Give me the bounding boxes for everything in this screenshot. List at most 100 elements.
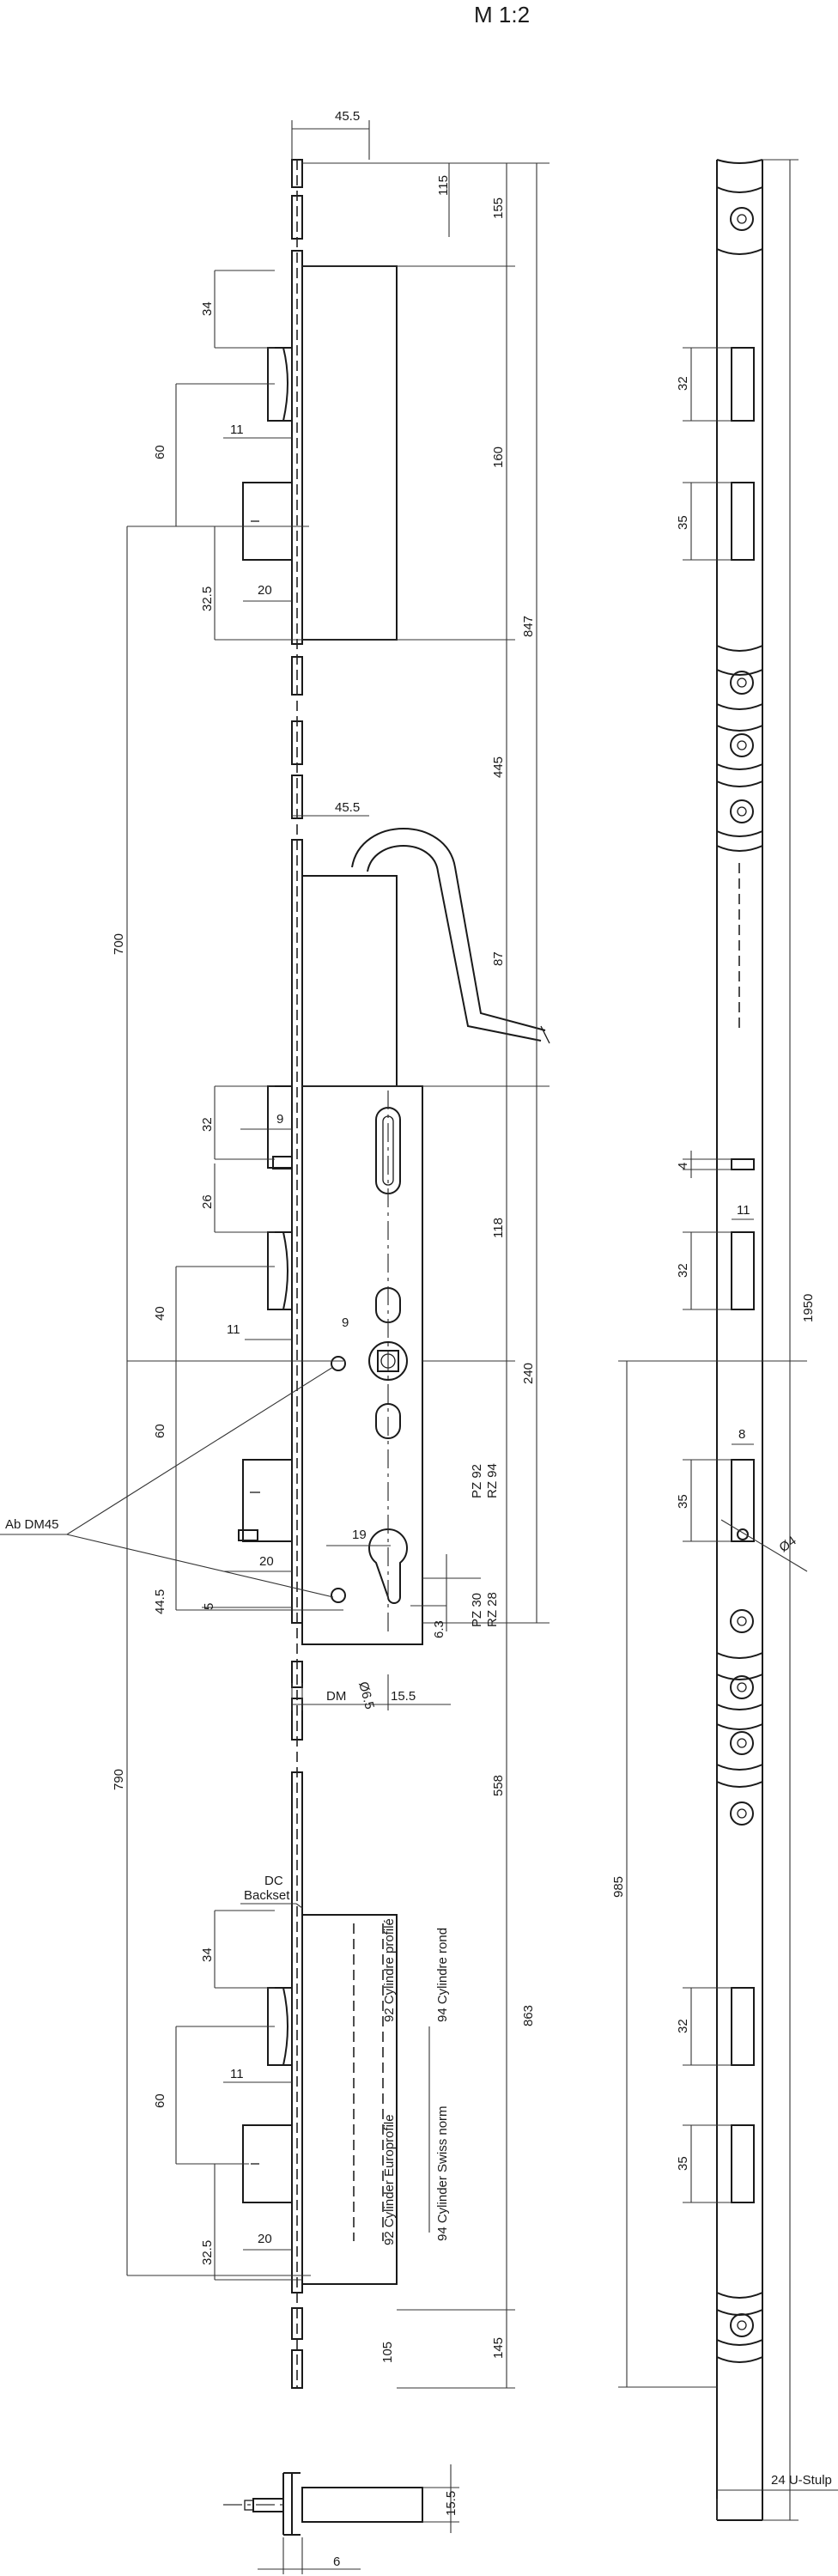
- dim-700: 700: [112, 933, 126, 955]
- dim-34-low: 34: [200, 1947, 215, 1962]
- dc-label: DC: [264, 1874, 283, 1888]
- dim-20-low: 20: [258, 2232, 272, 2246]
- rz-94: RZ 94: [485, 1463, 500, 1498]
- stulp-label: 24 U-Stulp: [771, 2473, 832, 2488]
- faceplate-edges: [716, 160, 763, 2520]
- dim-87: 87: [491, 951, 506, 966]
- screw-holes: [730, 207, 754, 2337]
- spindle-square: [377, 1350, 399, 1372]
- dim-45-5-mid: 45.5: [335, 800, 360, 815]
- dead-bolt: [242, 2124, 293, 2203]
- spindle-hub: [368, 1341, 408, 1381]
- left-dimension-lines: [126, 270, 481, 2281]
- dim-20-mid: 20: [259, 1554, 274, 1569]
- label-92-cylindre-profile: 92 Cylindre profilé: [382, 1918, 397, 2022]
- cylinder-cutout: [368, 1528, 408, 1604]
- dim-diameter-6-5: Ø6.5: [355, 1680, 377, 1711]
- rz-28: RZ 28: [485, 1592, 500, 1627]
- segment-break: [716, 1704, 763, 1730]
- pz-30: PZ 30: [470, 1593, 484, 1627]
- label-94-cylindre-rond: 94 Cylindre rond: [435, 1928, 450, 2022]
- dim-847: 847: [521, 616, 536, 637]
- latch-tip: [272, 1156, 293, 1170]
- dim-44-5: 44.5: [153, 1589, 167, 1614]
- dc-leader: [295, 1903, 303, 1909]
- front-dim-985: 985: [611, 1876, 626, 1898]
- label-94-cylinder-swiss-norm: 94 Cylinder Swiss norm: [435, 2105, 450, 2241]
- bottom-dim-6: 6: [333, 2555, 340, 2569]
- segment-break: [716, 645, 763, 676]
- hook-inner: [367, 845, 542, 1042]
- dim-11-low: 11: [230, 2067, 244, 2081]
- segment-break: [716, 1764, 763, 1788]
- dim-115: 115: [436, 175, 451, 196]
- segment-break: [716, 186, 763, 255]
- bolt-tip: [244, 2500, 254, 2511]
- opening-latch: [731, 347, 755, 422]
- front-dim-32: 32: [676, 376, 690, 391]
- strip-segment: [291, 720, 303, 765]
- dim-5: 5: [202, 1603, 216, 1610]
- hole-d4: [737, 1528, 749, 1540]
- faceplate-top: [716, 159, 763, 164]
- callout-ab-dm45: Ab DM45: [5, 1517, 59, 1532]
- dim-32: 32: [200, 1117, 215, 1132]
- dim-790: 790: [112, 1769, 126, 1790]
- segment-break: [716, 2339, 763, 2363]
- dim-40: 40: [153, 1306, 167, 1321]
- upper-lock-case: [301, 265, 398, 641]
- dim-32-5: 32.5: [200, 586, 215, 611]
- dim-118: 118: [491, 1218, 506, 1238]
- dim-15-5: 15.5: [391, 1689, 416, 1704]
- front-dim-35-mid: 35: [676, 1494, 690, 1509]
- case-section: [301, 2487, 423, 2523]
- main-lock-case: [301, 1085, 423, 1645]
- bolt-stop: [238, 1529, 258, 1541]
- callout-leader: [66, 1534, 334, 1598]
- lower-lock-case: [301, 1914, 398, 2285]
- label-92-cylinder-europrofile: 92 Cylinder Europrofile: [382, 2114, 397, 2245]
- opening-bolt: [731, 1459, 755, 1542]
- dim-45-5-top: 45.5: [335, 109, 360, 124]
- dim-9: 9: [276, 1112, 283, 1127]
- side-view: 115 155 160 847 445 87 118 240 558 863 1…: [0, 109, 550, 2389]
- front-dim-4: 4: [676, 1163, 690, 1170]
- small-hole: [331, 1356, 346, 1371]
- front-dim-32-low: 32: [676, 2019, 690, 2033]
- dim-11: 11: [230, 422, 244, 437]
- front-dim-11: 11: [737, 1203, 750, 1218]
- latch-curve: [282, 1987, 288, 2066]
- segment-break: [716, 703, 763, 732]
- dim-26: 26: [200, 1194, 215, 1209]
- latch-bolt: [267, 1231, 293, 1310]
- dim-863: 863: [521, 2005, 536, 2026]
- front-dim-8: 8: [738, 1427, 745, 1442]
- dim-60-mid: 60: [153, 1424, 167, 1438]
- scale-label: M 1:2: [474, 2, 530, 27]
- dead-bolt: [242, 482, 293, 561]
- bottom-dim-15-5: 15.5: [444, 2491, 458, 2516]
- latch-curve: [282, 1231, 288, 1310]
- front-dim-32-mid: 32: [676, 1263, 690, 1278]
- bottom-view: 15.5 6: [223, 2464, 459, 2574]
- dim-60: 60: [153, 445, 167, 459]
- dim-240: 240: [521, 1363, 536, 1384]
- middle-housing: [301, 875, 398, 1087]
- backset-label: Backset: [244, 1888, 290, 1903]
- small-hole: [331, 1588, 346, 1603]
- pz-92: PZ 92: [470, 1464, 484, 1498]
- opening-latch: [731, 1987, 755, 2066]
- dim-9-mid: 9: [342, 1315, 349, 1330]
- opening-aux: [731, 1158, 755, 1170]
- dim-11-mid: 11: [227, 1322, 240, 1337]
- dim-155: 155: [491, 197, 506, 219]
- slot-low: [375, 1403, 401, 1439]
- dim-dm: DM: [326, 1689, 346, 1704]
- dim-558: 558: [491, 1775, 506, 1796]
- dim-32-5-low: 32.5: [200, 2240, 215, 2265]
- dim-34: 34: [200, 301, 215, 316]
- front-dim-35-low: 35: [676, 2156, 690, 2171]
- hole-leader: [720, 1519, 808, 1572]
- callout-leader: [66, 1366, 334, 1535]
